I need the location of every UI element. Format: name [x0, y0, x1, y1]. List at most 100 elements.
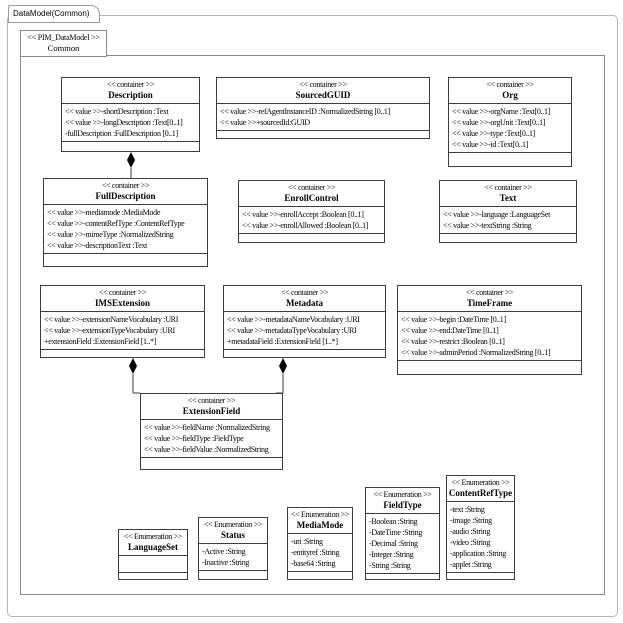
class-stereotype: << container >>: [465, 288, 514, 297]
diagram-tab[interactable]: DataModel(Common): [8, 5, 101, 23]
empty-compartment: [224, 350, 385, 357]
attribute: << value >>-fieldName :NormalizedString: [144, 423, 270, 432]
class-stereotype: << container >>: [187, 396, 236, 405]
class-stereotype: << container >>: [280, 288, 329, 297]
attribute: << value >>-begin :DateTime [0..1]: [401, 315, 506, 324]
attribute: << value >>-mimeType :NormalizedString: [47, 230, 174, 239]
attribute: << value >>-metadataNameVocabulary :URI: [227, 315, 360, 324]
class-name: FullDescription: [95, 191, 156, 201]
class-box-fulldescription[interactable]: << container >> FullDescription << value…: [43, 178, 208, 267]
class-box-timeframe[interactable]: << container >> TimeFrame << value >>-be…: [397, 285, 582, 375]
class-stereotype: << container >>: [106, 80, 155, 89]
attribute: << value >>-refAgentInstanceID :Normaliz…: [220, 107, 390, 116]
attribute: -base64 :String: [291, 559, 336, 568]
empty-compartment: [239, 234, 384, 242]
attribute: << value >>-extensionTypeVocabulary :URI: [44, 326, 175, 335]
class-title-compartment: << Enumeration >> FieldType: [366, 488, 439, 514]
attribute: << value >>-enrollAccept :Boolean [0..1]: [242, 210, 364, 219]
frame-name: Common: [47, 43, 80, 53]
attribute: << value >>-longDescription :Text[0..1]: [65, 118, 183, 127]
class-name: Status: [220, 530, 245, 540]
attributes-compartment: << value >>-shortDescription :Text<< val…: [62, 104, 199, 142]
attribute: +metadataField :ExtensionField [1..*]: [227, 337, 338, 346]
attribute: << value >>-adminPeriod :NormalizedStrin…: [401, 348, 551, 357]
attributes-compartment: << value >>-begin :DateTime [0..1] << val…: [398, 312, 581, 361]
class-box-enrollcontrol[interactable]: << container >> EnrollControl << value >…: [238, 180, 385, 243]
attribute: -image :String: [450, 516, 492, 525]
class-stereotype: << Enumeration >>: [290, 510, 350, 519]
class-box-mediamode[interactable]: << Enumeration >> MediaMode -uri :String…: [287, 507, 353, 580]
class-name: Metadata: [286, 298, 323, 308]
attributes-compartment: << value >>-orgName :Text[0..1] << value …: [449, 104, 571, 153]
class-box-description[interactable]: << container >> Description << value >>-…: [61, 77, 200, 152]
class-stereotype: << Enumeration >>: [123, 532, 183, 541]
class-stereotype: << container >>: [98, 288, 147, 297]
class-name: Org: [502, 90, 518, 100]
attribute: -fullDescription :FullDescription [0..1]: [65, 129, 178, 138]
class-box-org[interactable]: << container >> Org << value >>-orgName …: [448, 77, 572, 167]
empty-compartment: [449, 153, 571, 166]
attribute: << value >>-descriptionText :Text: [47, 241, 148, 250]
class-name: MediaMode: [296, 520, 344, 530]
attribute: << value >>-id :Text[0..1]: [452, 140, 529, 149]
class-title-compartment: << Enumeration >> LanguageSet: [119, 530, 187, 556]
attribute: << value >>-language :LanguageSet: [443, 210, 550, 219]
attributes-compartment: -Boolean :String -DateTime :String -Decima…: [366, 514, 439, 574]
class-box-text[interactable]: << container >> Text << value >>-languag…: [439, 180, 577, 243]
class-name: ExtensionField: [182, 406, 241, 416]
class-box-imsextension[interactable]: << container >> IMSExtension << value >>…: [40, 285, 205, 358]
class-box-extensionfield[interactable]: << container >> ExtensionField << value …: [140, 393, 283, 470]
attribute: -DateTime :String: [369, 528, 423, 537]
attribute: << value >>-orgName :Text[0..1]: [452, 107, 551, 116]
empty-compartment: [288, 572, 352, 579]
attribute: << value >>-extensionNameVocabulary :URI: [44, 315, 179, 324]
attribute: << value >>-fieldType :FieldType: [144, 434, 244, 443]
class-box-metadata[interactable]: << container >> Metadata << value >>-met…: [223, 285, 386, 358]
class-title-compartment: << container >> Org: [449, 78, 571, 104]
class-name: ContentRefType: [448, 488, 513, 498]
class-title-compartment: << Enumeration >> ContentRefType: [447, 476, 514, 502]
class-name: FieldType: [383, 500, 422, 510]
attributes-compartment: << value >>-enrollAccept :Boolean [0..1]…: [239, 207, 384, 234]
attribute: -audio :String: [450, 527, 491, 536]
class-title-compartment: << Enumeration >> MediaMode: [288, 508, 352, 534]
class-box-sourcedguid[interactable]: << container >> SourcedGUID << value >>-…: [216, 77, 430, 139]
class-title-compartment: << container >> IMSExtension: [41, 286, 204, 312]
class-title-compartment: << container >> Description: [62, 78, 199, 104]
attribute: -Boolean :String: [369, 517, 418, 526]
empty-compartment: [141, 458, 282, 469]
class-name: LanguageSet: [127, 542, 178, 552]
empty-compartment: [199, 571, 267, 579]
empty-compartment: [217, 131, 429, 138]
attribute: << value >>-textString :String: [443, 221, 532, 230]
attribute: << value >>-fieldValue :NormalizedString: [144, 445, 269, 454]
empty-compartment: [440, 234, 576, 242]
empty-compartment: [41, 350, 204, 357]
class-box-fieldtype[interactable]: << Enumeration >> FieldType -Boolean :St…: [365, 487, 440, 580]
empty-compartment: [398, 361, 581, 374]
empty-compartment: [366, 574, 439, 580]
class-title-compartment: << container >> Text: [440, 181, 576, 207]
attribute: -Decimal :String: [369, 539, 418, 548]
class-box-contentreftype[interactable]: << Enumeration >> ContentRefType -text :…: [446, 475, 515, 580]
attribute: -video :String: [450, 538, 491, 547]
attribute: +extensionField :ExtensionField [1..*]: [44, 337, 157, 346]
class-title-compartment: << container >> TimeFrame: [398, 286, 581, 312]
attributes-compartment: -text :String -image :String -audio :Strin…: [447, 502, 514, 573]
class-name: IMSExtension: [94, 298, 150, 308]
class-stereotype: << container >>: [486, 80, 534, 89]
class-name: EnrollControl: [284, 193, 339, 203]
class-box-languageset[interactable]: << Enumeration >> LanguageSet: [118, 529, 188, 580]
class-stereotype: << Enumeration >>: [451, 478, 510, 487]
attributes-compartment: << value >>-language :LanguageSet << valu…: [440, 207, 576, 234]
attribute: << value >>-restrict :Boolean [0..1]: [401, 337, 505, 346]
attribute: -Inactive :String: [202, 558, 250, 567]
class-stereotype: << Enumeration >>: [203, 520, 263, 529]
class-box-status[interactable]: << Enumeration >> Status -Active :String…: [198, 517, 268, 580]
attributes-compartment: -Active :String-Inactive :String: [199, 544, 267, 571]
class-name: Text: [499, 193, 517, 203]
attribute: -applet :String: [450, 560, 492, 569]
attribute: -entityref :String: [291, 548, 340, 557]
attribute: << value >>-contentRefType :ContentRefTy…: [47, 219, 185, 228]
attribute: -text :String: [450, 505, 485, 514]
